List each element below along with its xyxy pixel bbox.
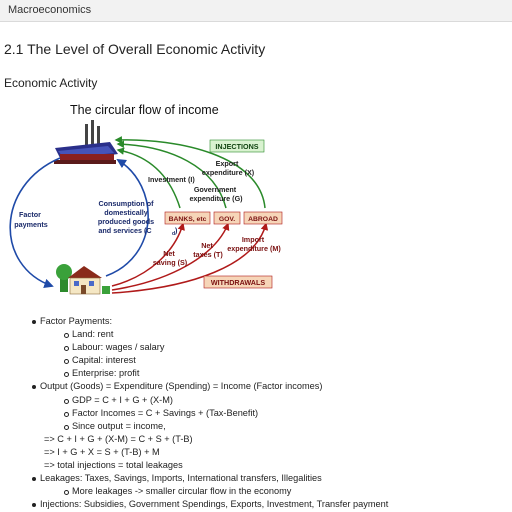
list-item: Land: rent xyxy=(62,328,508,341)
factor-payments-label: Factor payments xyxy=(14,210,48,229)
equation-line: => C + I + G + (X-M) = C + S + (T-B) xyxy=(44,433,193,444)
sub-list: Land: rent Labour: wages / salary Capita… xyxy=(40,328,508,380)
app-title-bar: Macroeconomics xyxy=(0,0,512,22)
list-item: Leakages: Taxes, Savings, Imports, Inter… xyxy=(30,472,508,498)
notes-list: Factor Payments: Land: rent Labour: wage… xyxy=(30,315,508,511)
net-saving-label: Net saving (S) xyxy=(153,249,188,267)
injections-box: INJECTIONS xyxy=(209,139,265,153)
import-arrow xyxy=(111,222,269,294)
page-title: 2.1 The Level of Overall Economic Activi… xyxy=(4,41,266,57)
factor-payments-arrow xyxy=(9,157,61,288)
factory-icon xyxy=(54,120,118,164)
withdrawals-box: WITHDRAWALS xyxy=(203,275,273,289)
app-title: Macroeconomics xyxy=(8,4,92,16)
export-arrow xyxy=(114,136,266,209)
sub-list: More leakages -> smaller circular flow i… xyxy=(40,485,508,498)
investment-label: Investment (I) xyxy=(148,175,195,184)
taxes-arrow xyxy=(111,222,230,291)
list-item: Output (Goods) = Expenditure (Spending) … xyxy=(30,380,508,432)
list-item: GDP = C + I + G + (X-M) xyxy=(62,394,508,407)
consumption-subscript: d ) xyxy=(172,226,178,237)
list-item: Capital: interest xyxy=(62,354,508,367)
net-taxes-label: Net taxes (T) xyxy=(193,241,223,259)
main-content: 2.1 The Level of Overall Economic Activi… xyxy=(0,41,512,91)
equation-line: => total injections = total leakages xyxy=(44,460,183,471)
gov-box: GOV. xyxy=(213,211,241,225)
list-item: Labour: wages / salary xyxy=(62,341,508,354)
house-icon xyxy=(56,264,110,295)
banks-label: BANKS, etc xyxy=(169,216,207,223)
government-label: Government expenditure (G) xyxy=(189,185,243,203)
list-item: Since output = income, xyxy=(62,420,508,433)
consumption-arrow xyxy=(105,158,149,277)
consumption-label: Consumption of domestically produced goo… xyxy=(98,199,156,235)
list-item: Injections: Subsidies, Government Spendi… xyxy=(30,498,508,511)
injections-label: INJECTIONS xyxy=(215,142,258,151)
list-item: Enterprise: profit xyxy=(62,367,508,380)
withdrawals-label: WITHDRAWALS xyxy=(211,278,266,287)
saving-arrow xyxy=(111,222,185,287)
list-item: More leakages -> smaller circular flow i… xyxy=(62,485,508,498)
circular-flow-diagram: The circular flow of income INJECTIONS xyxy=(9,103,283,295)
sub-list: GDP = C + I + G + (X-M) Factor Incomes =… xyxy=(40,394,508,433)
list-item: Factor Incomes = C + Savings + (Tax-Bene… xyxy=(62,407,508,420)
government-arrow xyxy=(116,140,227,209)
investment-arrow xyxy=(116,147,181,209)
abroad-label: ABROAD xyxy=(248,216,278,223)
section-title: Economic Activity xyxy=(4,76,98,90)
list-item: Factor Payments: Land: rent Labour: wage… xyxy=(30,315,508,380)
export-label: Export expenditure (X) xyxy=(202,159,255,177)
gov-label: GOV. xyxy=(219,216,235,223)
diagram-title: The circular flow of income xyxy=(70,103,219,117)
import-label: Import expenditure (M) xyxy=(227,235,281,253)
banks-box: BANKS, etc xyxy=(164,211,211,225)
equation-line: => I + G + X = S + (T-B) + M xyxy=(44,446,160,457)
abroad-box: ABROAD xyxy=(243,211,283,225)
